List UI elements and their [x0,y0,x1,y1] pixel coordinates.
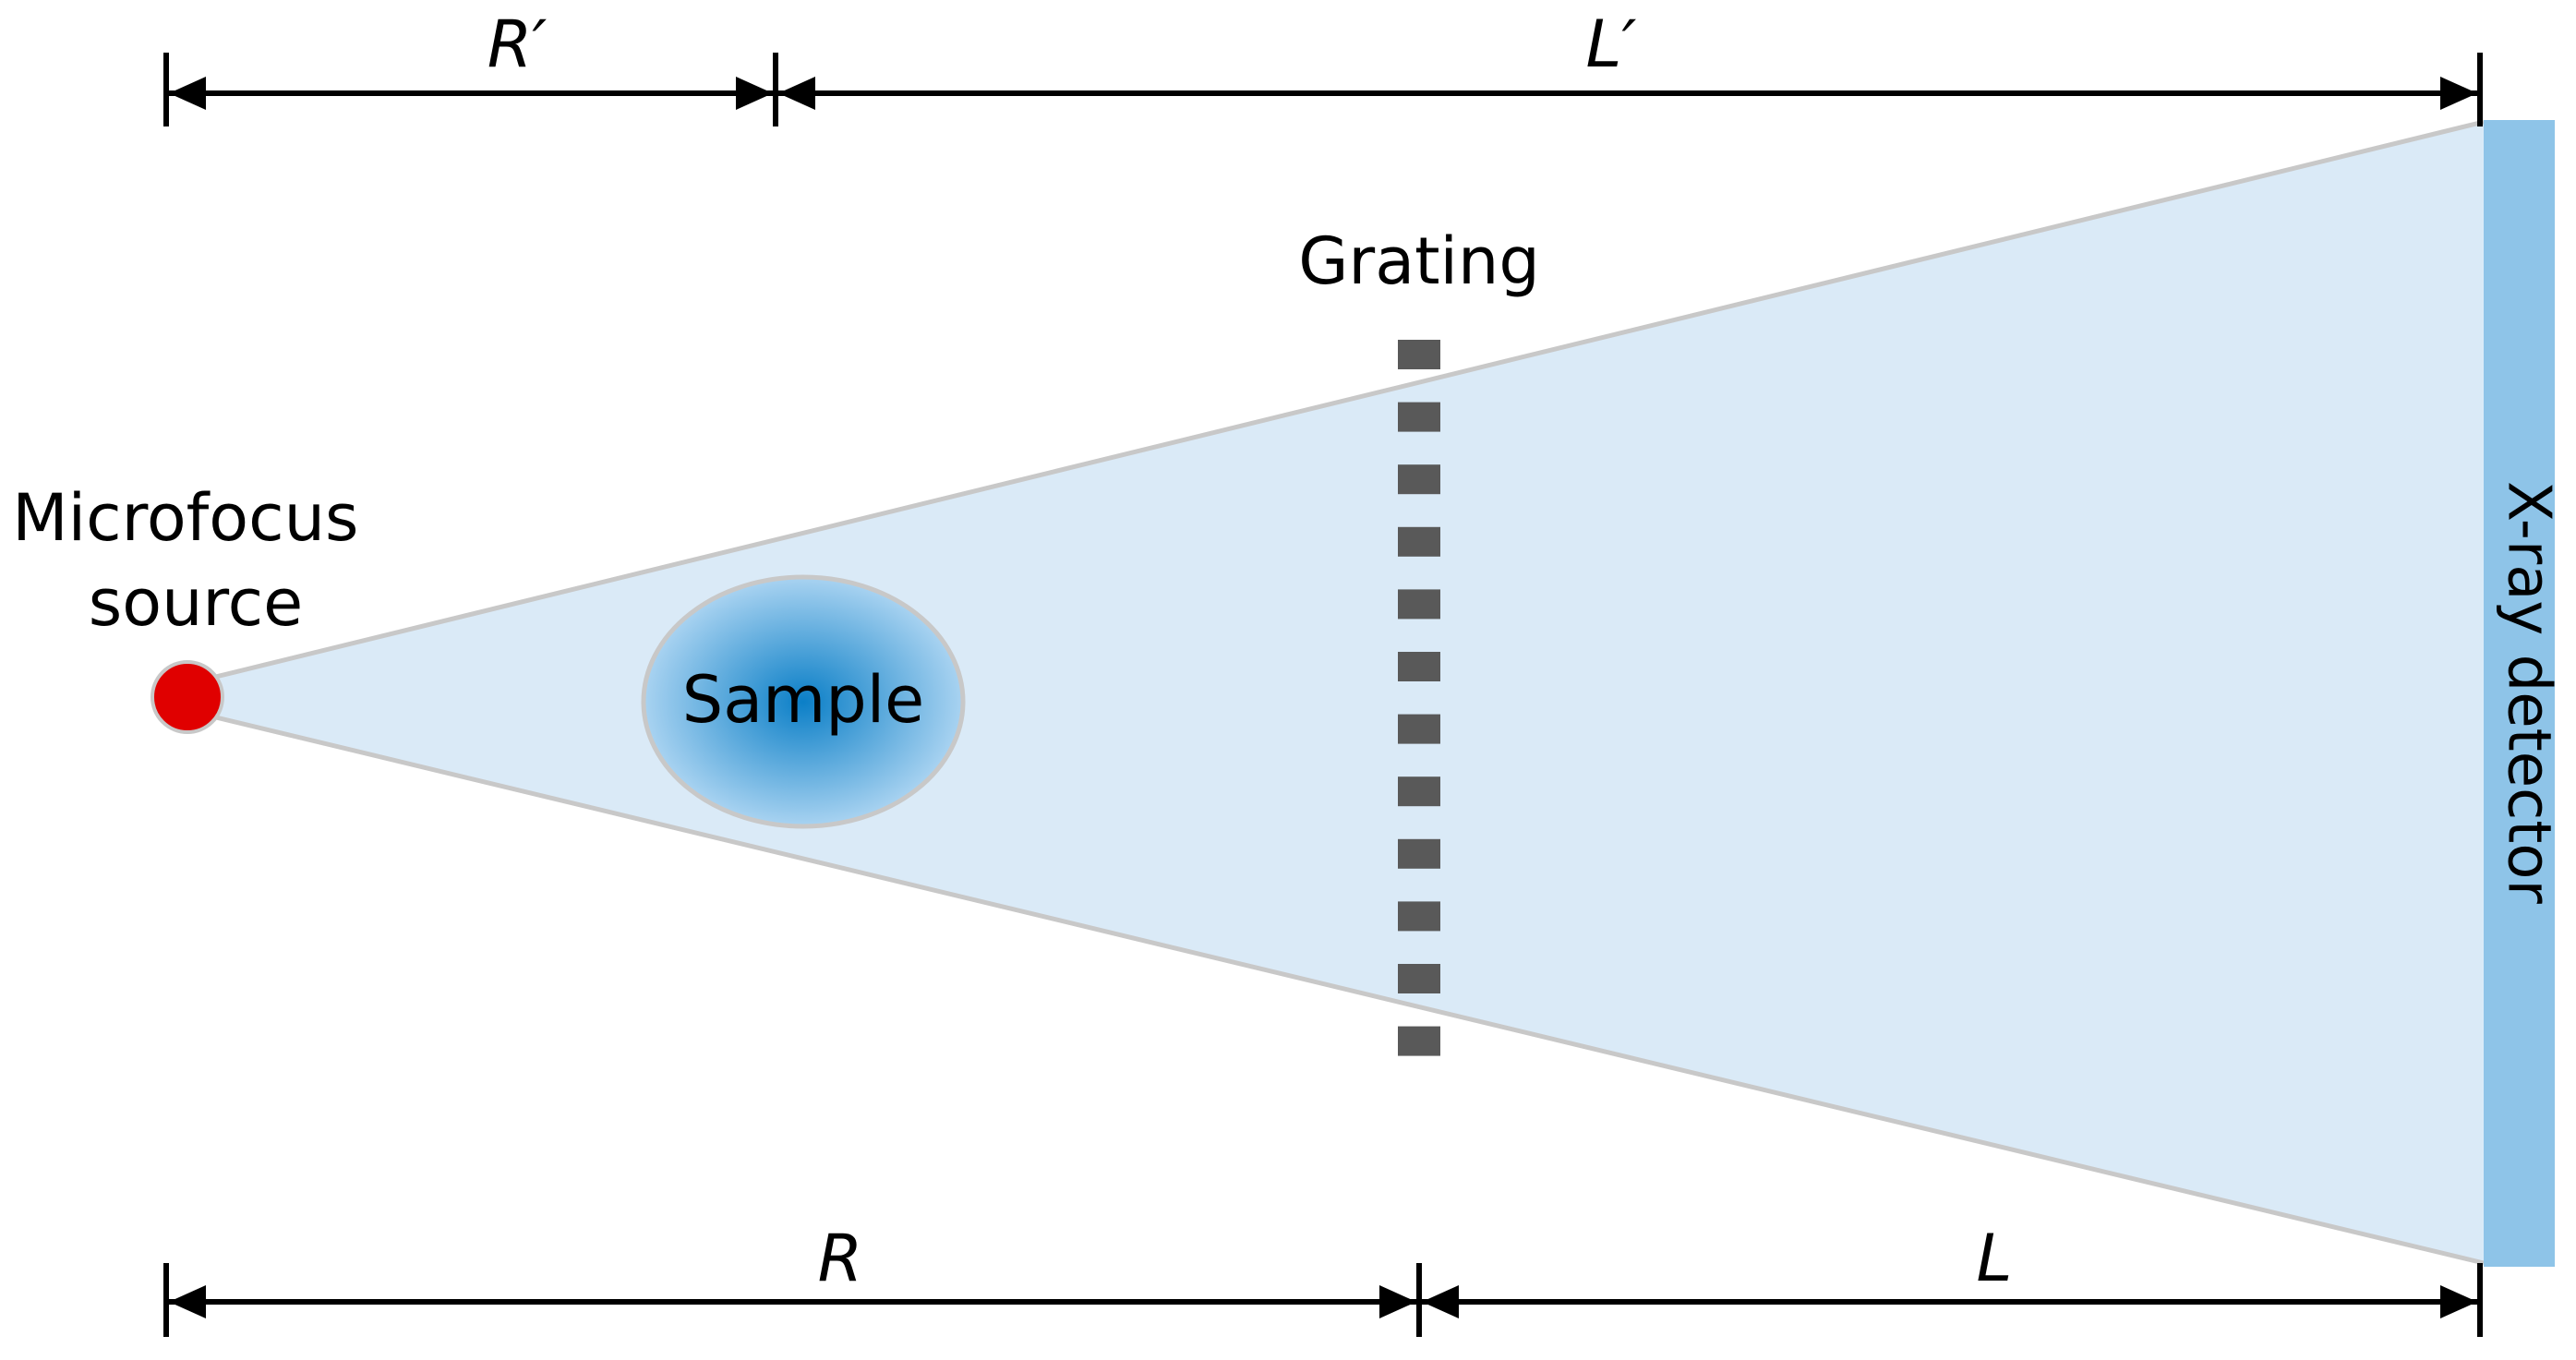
dim-r-arrow-right [1379,1285,1416,1318]
grating-bar [1398,1026,1440,1056]
dimension-top-arrows [169,77,2477,110]
xray-beam-cone [189,122,2484,1263]
dim-l-prime-arrow-left [778,77,815,110]
detector-label: X-ray detector [2494,481,2562,904]
grating-bar [1398,464,1440,495]
dimension-bottom [163,1263,2483,1337]
grating [1398,340,1440,1056]
grating-bar [1398,340,1440,369]
grating-bar [1398,901,1440,932]
sample-ellipse [641,574,966,829]
dim-l-arrow-left [1422,1285,1459,1318]
sample-label: Sample [682,662,924,738]
dim-r-prime-arrow-right [736,77,773,110]
microfocus-source-dot [150,660,224,734]
grating-bar [1398,776,1440,807]
source-label-line-2: source [89,565,303,641]
beam-lower-edge [188,708,2485,1266]
dim-r-label: R [818,1221,863,1296]
dim-l-prime-label: L′ [1586,6,1637,82]
source-label: Microfocus source [12,480,379,641]
grating-bar [1398,714,1440,744]
grating-bar [1398,526,1440,557]
source-label-line-1: Microfocus [12,480,358,556]
beam-upper-edge [188,119,2485,686]
dim-r-prime-label: R′ [488,6,548,82]
grating-bar [1398,652,1440,681]
grating-bar [1398,964,1440,993]
grating-bar [1398,838,1440,869]
grating-label: Grating [1298,223,1540,299]
dim-l-prime-arrow-right [2440,77,2477,110]
grating-bar [1398,402,1440,432]
dim-r-prime-arrow-left [169,77,206,110]
dimension-bottom-arrows [169,1285,2477,1318]
xray-detector [2484,120,2555,1267]
grating-bar [1398,589,1440,620]
dim-r-arrow-left [169,1285,206,1318]
dim-l-label: L [1977,1221,2013,1296]
dimension-top [163,53,2483,126]
dim-l-arrow-right [2440,1285,2477,1318]
